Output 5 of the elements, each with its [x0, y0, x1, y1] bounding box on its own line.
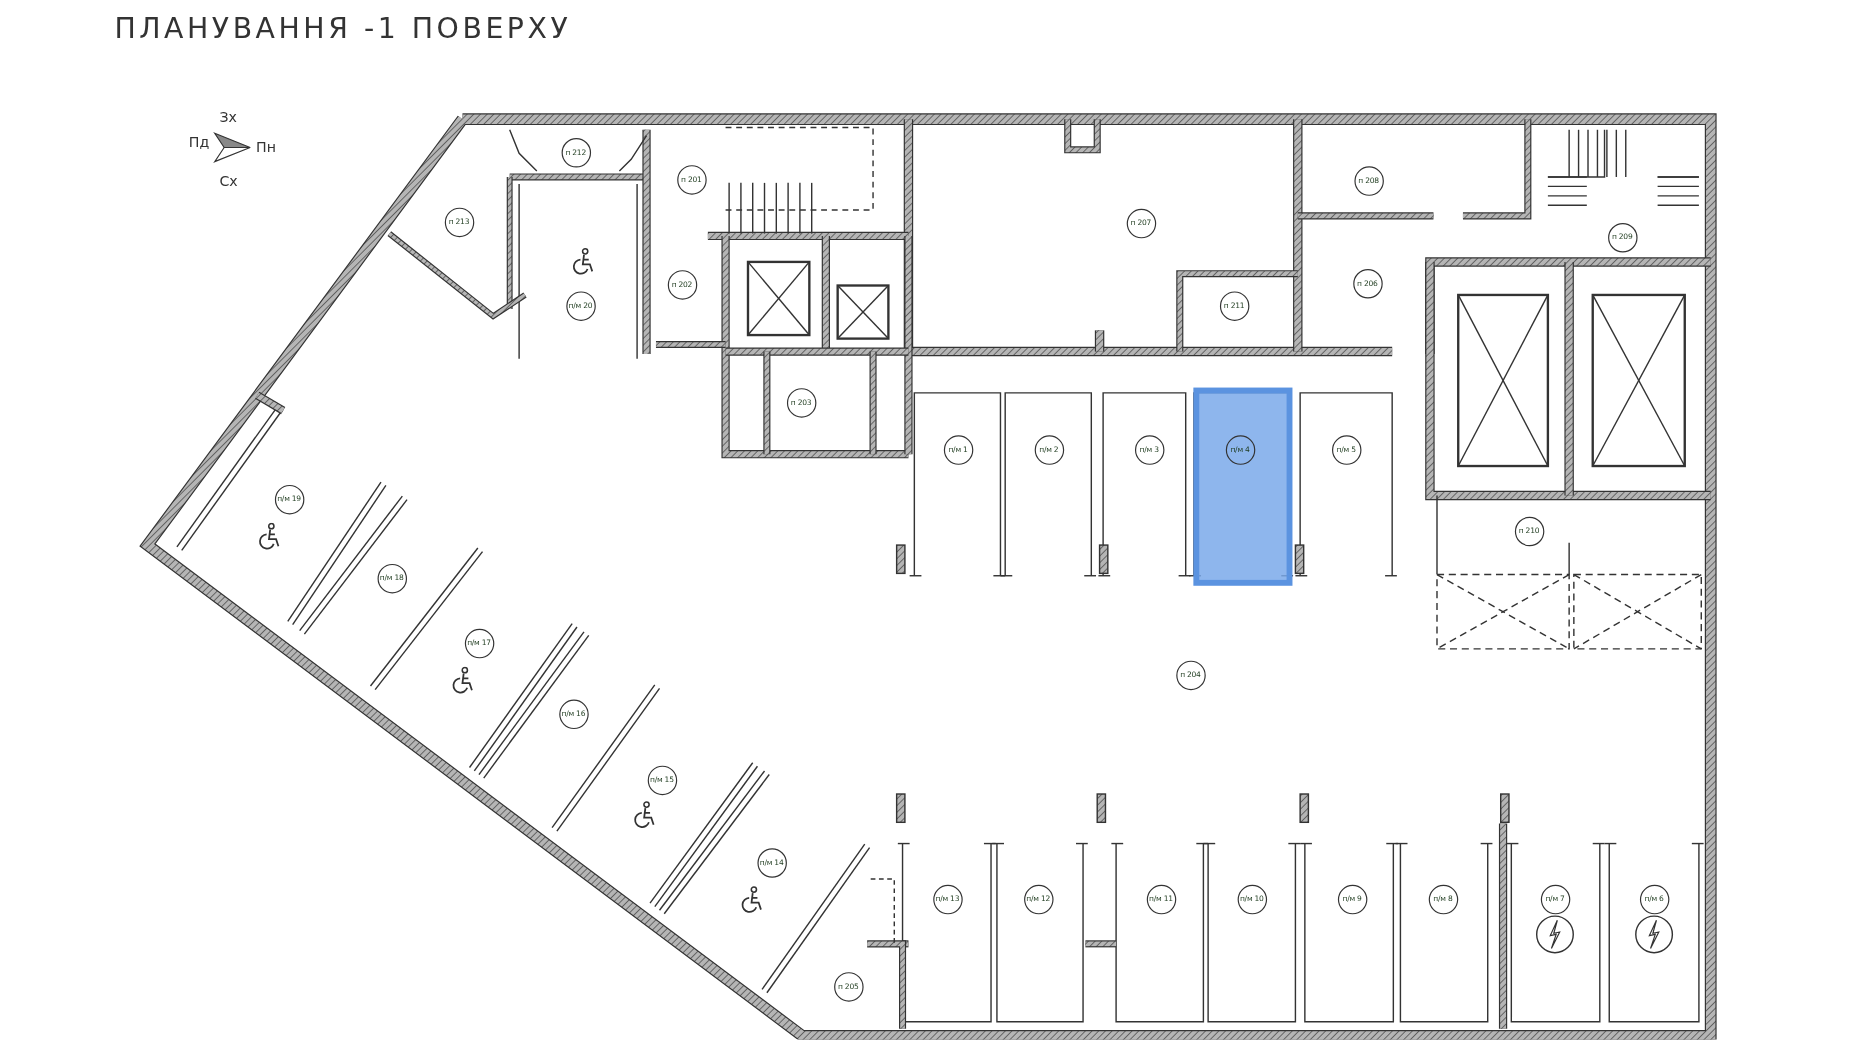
compass-label: Пд: [188, 134, 210, 151]
compass-label: Сх: [219, 173, 238, 190]
compass-label: Пн: [256, 139, 276, 156]
compass-label: Зх: [219, 108, 237, 126]
plan-title: ПЛАНУВАННЯ -1 ПОВЕРХУ: [114, 11, 572, 45]
